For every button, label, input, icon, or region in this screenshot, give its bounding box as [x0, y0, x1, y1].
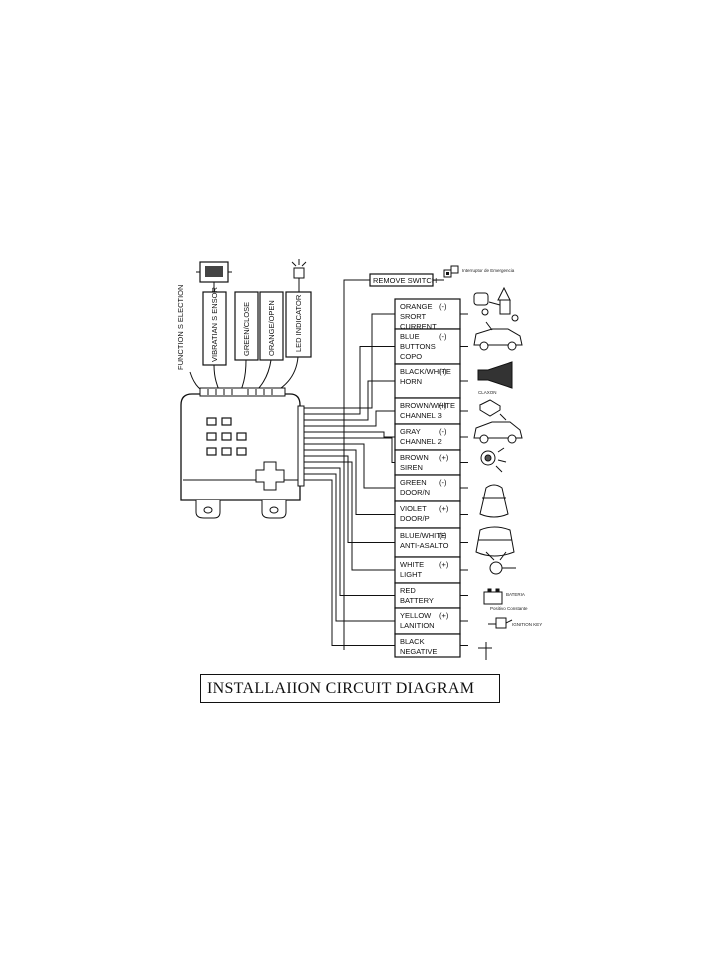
- wire-label-line: GREEN: [400, 478, 427, 487]
- wire-polarity: (+): [439, 453, 449, 462]
- wire-polarity: (-): [439, 478, 447, 487]
- wire-label-line: BLACK/WHITE: [400, 367, 451, 376]
- harness-wire: [304, 431, 395, 438]
- horn-icon: [477, 361, 513, 389]
- wire-polarity: (-): [439, 531, 447, 540]
- wire-label-line: HORN: [400, 377, 422, 386]
- wire-polarity: (-): [439, 427, 447, 436]
- car-top-doors-n-icon: [479, 484, 509, 518]
- control-unit: [180, 387, 305, 519]
- harness-wire: [304, 443, 395, 489]
- keypad-grid: [206, 417, 247, 456]
- wire-label-line: SIREN: [400, 463, 423, 472]
- horn-device-label: CLAXON: [478, 390, 497, 395]
- wire-label-line: YELLOW: [400, 611, 432, 620]
- vibration-sensor-label: VIBRATIAN S ENSOR: [210, 287, 219, 362]
- sensor-module-icon: [196, 261, 232, 283]
- wire-box: [394, 449, 461, 476]
- wire-label-line: GRAY: [400, 427, 421, 436]
- car-top-doors-p-icon: [475, 526, 515, 557]
- harness-wire: [304, 346, 395, 415]
- wire-label-line: CHANNEL 3: [400, 411, 442, 420]
- emergency-switch-label: Interruptor de Emergencia: [462, 268, 515, 273]
- wire-polarity: (+): [439, 560, 449, 569]
- wire-label-line: DOOR/P: [400, 514, 430, 523]
- harness-wire: [304, 380, 395, 421]
- wire-label-line: SRORT: [400, 312, 427, 321]
- green-close-label: GREEN/CLOSE: [242, 302, 251, 356]
- diagram-title: INSTALLAIION CIRCUIT DIAGRAM: [207, 680, 475, 697]
- harness-wire: [304, 461, 395, 571]
- ignition-key-icon: [488, 617, 513, 629]
- wire-label-line: BROWN/WHITE: [400, 401, 455, 410]
- siren-horn-icon: [473, 286, 519, 322]
- wire-label-line: NEGATIVE: [400, 647, 437, 656]
- diagram-title-box: INSTALLAIION CIRCUIT DIAGRAM: [200, 674, 500, 703]
- wire-box: [394, 423, 461, 451]
- harness-wire: [304, 473, 395, 622]
- wire-label-line: DOOR/N: [400, 488, 430, 497]
- harness-wire: [304, 455, 395, 543]
- wire-label-line: LANITION: [400, 621, 435, 630]
- siren-icon: [480, 447, 507, 473]
- wire-label-boxes: ORANGESRORTCURRENT(-)BLUEBUTTONSCOPO(-)B…: [394, 298, 461, 658]
- battery-sub-label: Positivo Constante: [490, 606, 528, 611]
- wire-polarity: (-): [439, 302, 447, 311]
- car-window-icon: [473, 413, 523, 444]
- wire-polarity: (-): [439, 401, 447, 410]
- wire-box: [394, 328, 461, 365]
- wire-polarity: (-): [439, 367, 447, 376]
- wire-label-line: WHITE: [400, 560, 424, 569]
- wire-label-line: COPO: [400, 352, 422, 361]
- ignition-device-label: IGNITION KEY: [512, 622, 542, 627]
- wire-label-line: BROWN: [400, 453, 429, 462]
- battery-icon: [483, 588, 503, 605]
- car-trunk-icon: [473, 321, 523, 351]
- harness-wire: [304, 410, 395, 427]
- wire-label-line: BLUE: [400, 332, 420, 341]
- wire-label-line: CURRENT: [400, 322, 437, 331]
- vertical-label-boxes: VIBRATIAN S ENSOR GREEN/CLOSE ORANGE/OPE…: [202, 287, 312, 366]
- led-indicator-label: LED INDICATOR: [294, 294, 303, 352]
- remove-switch: REMOVE SWITCH Interruptor de Emergencia: [343, 265, 515, 650]
- orange-open-label: ORANGE/OPEN: [267, 300, 276, 356]
- wire-label-line: BATTERY: [400, 596, 434, 605]
- harness-wire: [304, 437, 395, 463]
- wire-label-line: BUTTONS: [400, 342, 436, 351]
- harness-wire: [304, 467, 395, 596]
- wire-polarity: (-): [439, 332, 447, 341]
- harness-wire: [304, 313, 395, 409]
- light-icon: [485, 551, 516, 575]
- battery-device-label: BATERIA: [506, 592, 525, 597]
- wire-label-line: BLACK: [400, 637, 425, 646]
- wire-label-line: ANTI-ASALTO: [400, 541, 449, 550]
- remove-switch-label: REMOVE SWITCH: [373, 276, 437, 285]
- device-icons: CLAXON: [473, 286, 542, 660]
- function-selection-label: FUNCTION S ELECTION: [176, 285, 185, 370]
- wire-label-line: RED: [400, 586, 416, 595]
- led-bulb-icon: [291, 259, 307, 279]
- wire-polarity: (+): [439, 504, 449, 513]
- harness-wire: [304, 479, 395, 646]
- wire-label-line: CHANNEL 2: [400, 437, 442, 446]
- wire-label-line: BLUE/WHITE: [400, 531, 446, 540]
- wire-label-line: LIGHT: [400, 570, 423, 579]
- wire-harness: [304, 313, 468, 646]
- ground-icon: [478, 642, 492, 660]
- remote-module-icon: [479, 399, 501, 417]
- wire-label-line: ORANGE: [400, 302, 433, 311]
- wire-box: [394, 363, 461, 399]
- wire-label-line: VIOLET: [400, 504, 427, 513]
- harness-wire: [304, 449, 395, 515]
- wire-polarity: (+): [439, 611, 449, 620]
